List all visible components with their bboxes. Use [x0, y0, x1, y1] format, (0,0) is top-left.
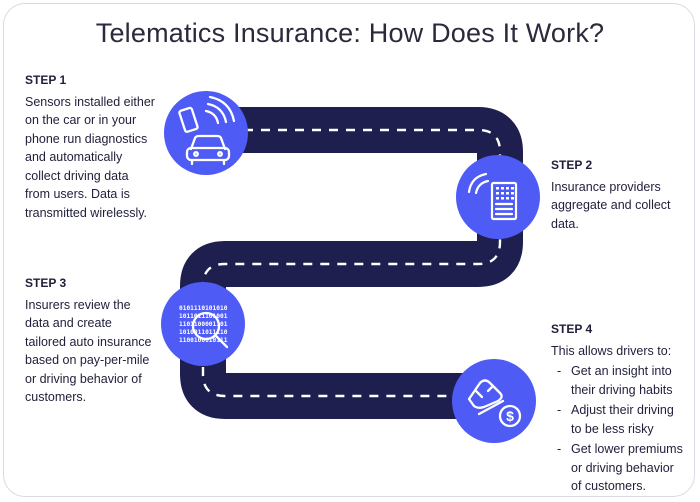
page-title: Telematics Insurance: How Does It Work? — [95, 18, 605, 48]
list-item: -Get lower premiums or driving behavior … — [551, 440, 691, 496]
list-item: -Get an insight into their driving habit… — [551, 362, 691, 399]
svg-text:$: $ — [506, 408, 514, 424]
binary-line: 1010011011110 — [179, 329, 228, 336]
benefit-list: -Get an insight into their driving habit… — [551, 362, 691, 496]
bullet-text: Get lower premiums or driving behavior o… — [571, 442, 683, 493]
bullet-text: Adjust their driving to be less risky — [571, 403, 674, 436]
bullet-text: Get an insight into their driving habits — [571, 364, 673, 397]
step-description: Insurers review the data and create tail… — [25, 297, 152, 405]
server-signal-icon — [456, 155, 540, 239]
binary-magnifier-icon: 0101110101010 1011011101001 110110000110… — [161, 282, 245, 366]
step-heading: STEP 2 — [551, 158, 593, 172]
list-item: -Adjust their driving to be less risky — [551, 401, 691, 438]
step-heading: STEP 1 — [25, 73, 67, 87]
binary-line: 1101100001101 — [179, 321, 228, 328]
bullet-dash: - — [557, 442, 562, 456]
road-center-dashes — [201, 128, 502, 398]
binary-line: 1011011101001 — [179, 313, 228, 320]
car-phone-signal-icon — [164, 91, 248, 175]
step-heading: STEP 3 — [25, 276, 67, 290]
step-description: Insurance providers aggregate and collec… — [551, 179, 671, 231]
step-intro: This allows drivers to: — [551, 343, 672, 358]
step-3: STEP 3 Insurers review the data and crea… — [25, 274, 185, 407]
step-4: STEP 4 This allows drivers to: -Get an i… — [551, 320, 691, 498]
bullet-dash: - — [557, 364, 562, 378]
step-description: Sensors installed either on the car or i… — [25, 94, 155, 220]
step-1: STEP 1 Sensors installed either on the c… — [25, 71, 190, 222]
binary-line: 1100100010111 — [179, 337, 228, 344]
step-heading: STEP 4 — [551, 322, 593, 336]
bullet-dash: - — [557, 403, 562, 417]
shoe-pedal-money-icon: $ — [452, 359, 536, 443]
binary-line: 0101110101010 — [179, 305, 228, 312]
step-2: STEP 2 Insurance providers aggregate and… — [551, 156, 691, 233]
